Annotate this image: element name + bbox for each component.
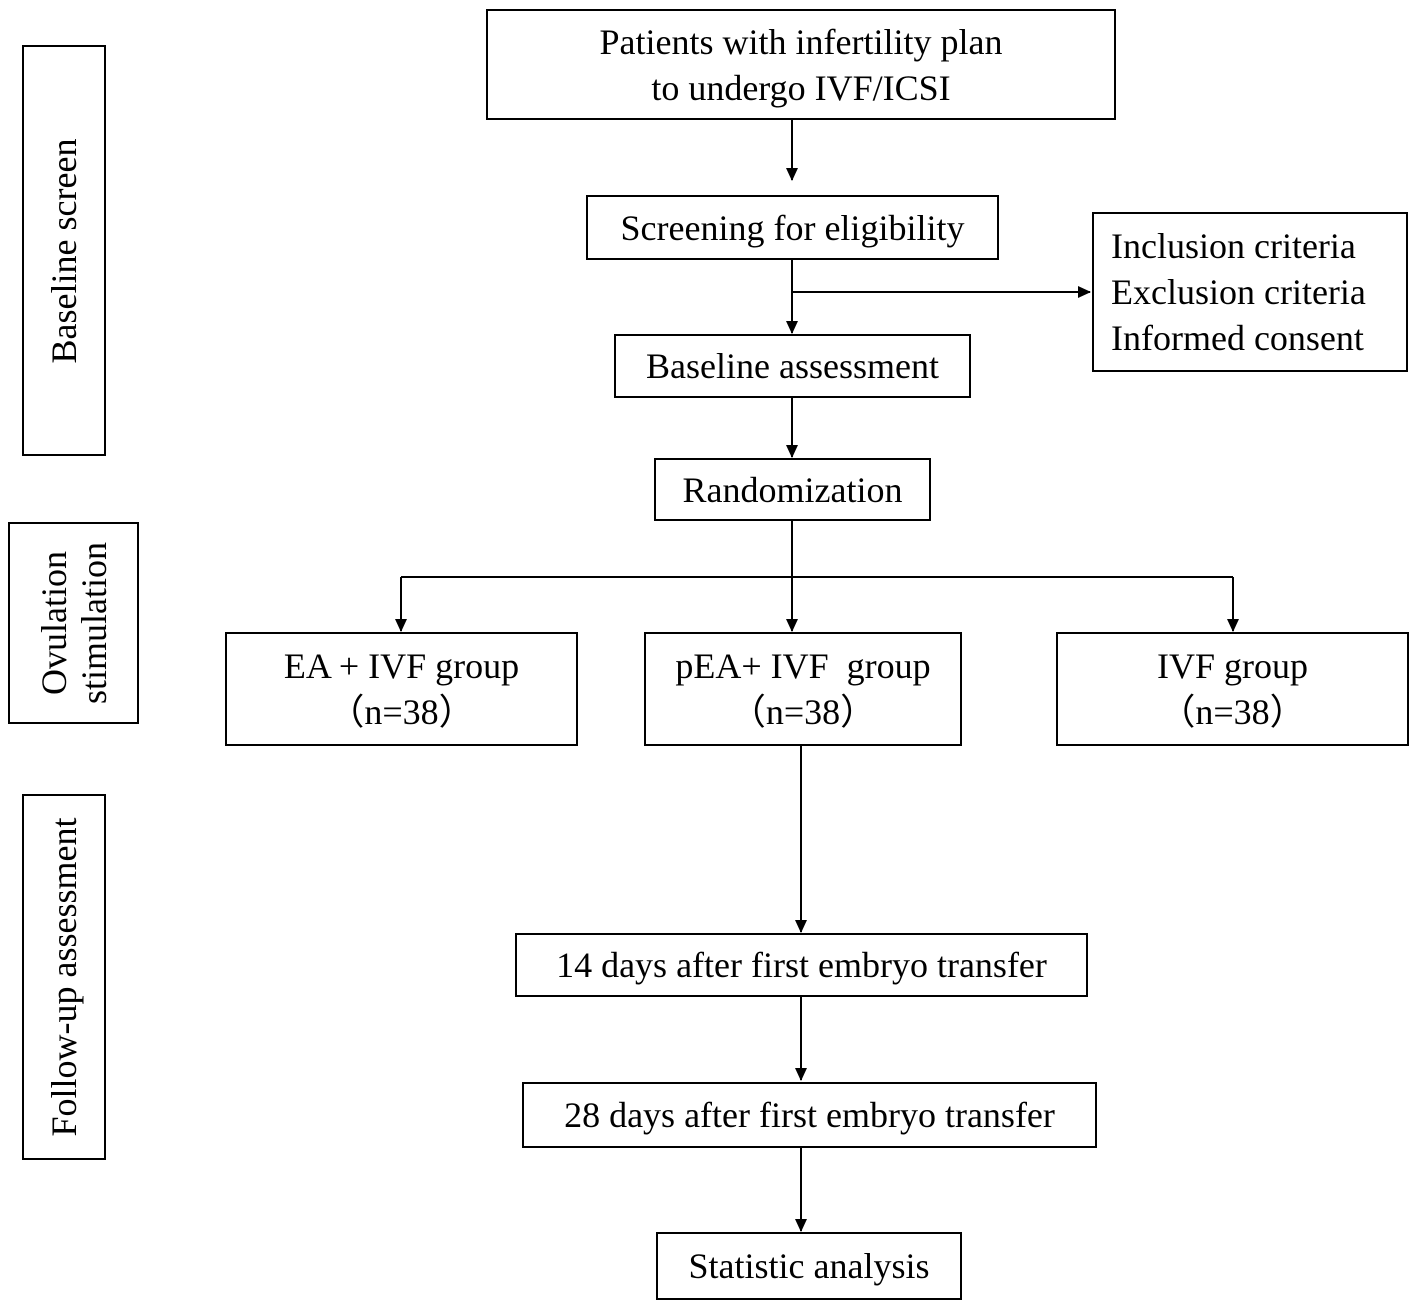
node-patients: Patients with infertility plan to underg…: [486, 9, 1116, 120]
node-criteria: Inclusion criteria Exclusion criteria In…: [1092, 212, 1408, 372]
node-baseline-assessment: Baseline assessment: [614, 334, 971, 398]
group-count: （n=38）: [1159, 692, 1306, 732]
group-name: pEA+ IVF group: [675, 646, 931, 686]
node-text: Statistic analysis: [688, 1246, 930, 1286]
node-screening: Screening for eligibility: [586, 195, 999, 260]
criteria-exclusion: Exclusion criteria: [1111, 272, 1366, 312]
node-group-ea-ivf: EA + IVF group （n=38）: [225, 632, 578, 746]
node-randomization: Randomization: [654, 458, 931, 521]
node-text: Baseline assessment: [646, 346, 939, 386]
phase-baseline-screen: Baseline screen: [22, 45, 106, 456]
node-text: Randomization: [682, 469, 903, 510]
node-day14: 14 days after first embryo transfer: [515, 933, 1088, 997]
criteria-consent: Informed consent: [1111, 318, 1364, 358]
node-text: 28 days after first embryo transfer: [564, 1095, 1055, 1135]
node-text-line: Patients with infertility plan: [599, 21, 1003, 62]
group-name: EA + IVF group: [283, 646, 520, 686]
node-text: Screening for eligibility: [620, 207, 965, 248]
node-group-ivf: IVF group （n=38）: [1056, 632, 1409, 746]
node-statistic-analysis: Statistic analysis: [656, 1232, 962, 1300]
node-text-line: to undergo IVF/ICSI: [651, 67, 951, 108]
node-text: 14 days after first embryo transfer: [556, 945, 1047, 985]
node-day28: 28 days after first embryo transfer: [522, 1082, 1097, 1148]
group-count: （n=38）: [328, 692, 475, 732]
phase-ovulation-stimulation: Ovulation stimulation: [8, 522, 139, 724]
criteria-inclusion: Inclusion criteria: [1111, 226, 1356, 266]
node-group-pea-ivf: pEA+ IVF group （n=38）: [644, 632, 962, 746]
phase-follow-up-assessment: Follow-up assessment: [22, 794, 106, 1160]
group-name: IVF group: [1157, 646, 1308, 686]
group-count: （n=38）: [729, 692, 877, 732]
